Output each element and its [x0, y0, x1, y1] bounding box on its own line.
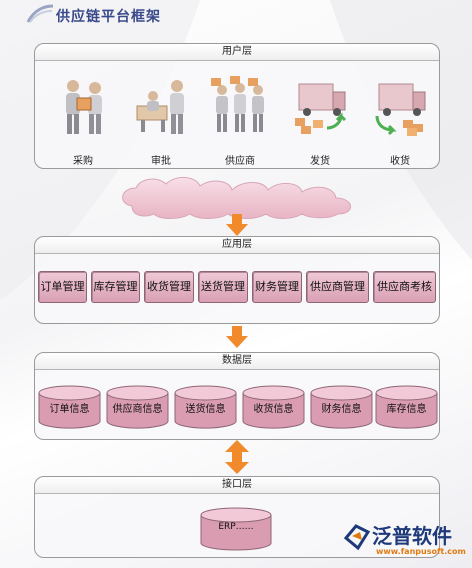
user-item-label: 采购 — [73, 156, 93, 167]
user-item-label: 收货 — [390, 156, 410, 167]
module-order-management[interactable]: 订单管理 — [38, 271, 87, 303]
datastore-label: 订单信息 — [49, 404, 90, 415]
suppliers-icon — [211, 76, 264, 132]
database-icon — [38, 385, 101, 429]
layer-title-application: 应用层 — [35, 237, 439, 254]
user-item-suppliers: 供应商 — [205, 76, 275, 167]
bidirectional-arrow-icon — [225, 440, 249, 474]
logo-url: www.fanpusoft.com — [376, 547, 466, 556]
datastore-inventory-info: 库存信息 — [375, 385, 438, 429]
module-supplier-evaluation[interactable]: 供应商考核 — [373, 271, 436, 303]
cloud-icon — [122, 177, 351, 219]
datastore-label: 送货信息 — [185, 404, 226, 415]
datastore-finance-info: 财务信息 — [310, 385, 373, 429]
fanpu-logo: 泛普软件 www.fanpusoft.com — [342, 520, 470, 564]
logo-mark-icon — [343, 524, 371, 551]
down-arrow-icon — [226, 326, 248, 348]
layer-title-data: 数据层 — [35, 353, 439, 370]
user-layer: 用户层 采购 审批 — [34, 43, 440, 169]
user-item-approval: 审批 — [126, 76, 196, 167]
logo-text: 泛普软件 — [372, 524, 452, 548]
database-icon — [200, 507, 272, 551]
user-item-shipping: 发货 — [285, 76, 355, 167]
approval-icon — [136, 80, 184, 134]
datastore-delivery-info: 送货信息 — [174, 385, 237, 429]
title-decoration-icon — [26, 4, 54, 23]
shipping-truck-icon — [295, 83, 347, 134]
module-supplier-management[interactable]: 供应商管理 — [306, 271, 369, 303]
module-delivery-management[interactable]: 送货管理 — [198, 271, 248, 303]
layer-title-user: 用户层 — [35, 44, 439, 61]
erp-system: ERP…… — [200, 507, 272, 551]
receiving-truck-icon — [375, 83, 426, 136]
database-icon — [310, 385, 373, 429]
datastore-order-info: 订单信息 — [38, 385, 101, 429]
user-item-receiving: 收货 — [365, 76, 435, 167]
down-arrow-icon — [226, 214, 248, 236]
database-icon — [375, 385, 438, 429]
datastore-label: 收货信息 — [253, 404, 294, 415]
data-layer: 数据层 订单信息 供应商信息 送货信息 收货信息 财务信息 — [34, 352, 440, 440]
module-inventory-management[interactable]: 库存管理 — [91, 271, 140, 303]
module-finance-management[interactable]: 财务管理 — [252, 271, 302, 303]
user-item-label: 审批 — [151, 156, 171, 167]
page-title: 供应链平台框架 — [56, 9, 161, 25]
user-item-purchase: 采购 — [48, 76, 118, 167]
datastore-supplier-info: 供应商信息 — [106, 385, 169, 429]
module-receiving-management[interactable]: 收货管理 — [144, 271, 194, 303]
database-icon — [242, 385, 305, 429]
datastore-label: 财务信息 — [321, 404, 362, 415]
purchasers-icon — [66, 80, 102, 134]
datastore-receiving-info: 收货信息 — [242, 385, 305, 429]
erp-label: ERP…… — [218, 522, 254, 532]
user-item-label: 发货 — [310, 156, 330, 167]
database-icon — [174, 385, 237, 429]
datastore-label: 供应商信息 — [112, 404, 163, 415]
database-icon — [106, 385, 169, 429]
datastore-label: 库存信息 — [386, 404, 427, 415]
application-layer: 应用层 订单管理 库存管理 收货管理 送货管理 财务管理 供应商管理 供应商考核 — [34, 236, 440, 324]
user-item-label: 供应商 — [225, 156, 255, 167]
interface-layer: 接口层 ERP…… — [34, 476, 440, 558]
layer-title-interface: 接口层 — [35, 477, 439, 494]
